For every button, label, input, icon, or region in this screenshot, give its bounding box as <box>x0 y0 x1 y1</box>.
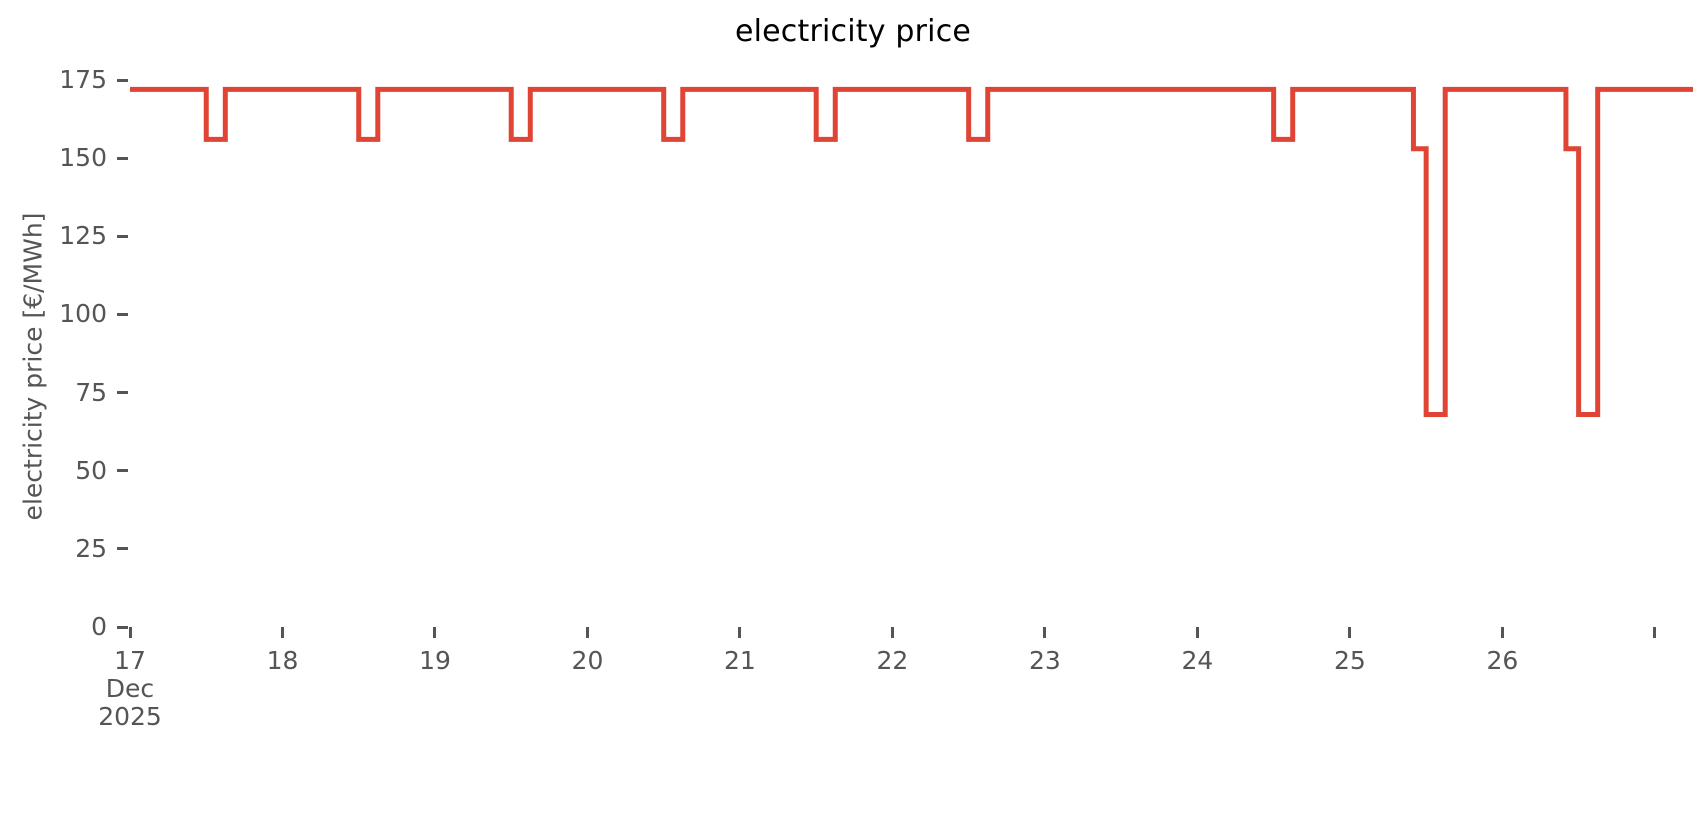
y-tick-label: 75 <box>75 377 107 407</box>
x-tick-mark <box>1043 627 1047 638</box>
y-tick-mark <box>117 312 128 316</box>
x-tick-mark <box>128 627 132 638</box>
x-tick-mark <box>738 627 742 638</box>
x-tick-mark <box>1500 627 1504 638</box>
x-tick-label: 19 <box>419 646 451 675</box>
x-tick-mark <box>280 627 284 638</box>
y-tick-label: 150 <box>59 143 107 173</box>
y-tick-label: 0 <box>91 612 107 641</box>
x-tick-label: 18 <box>266 646 299 675</box>
y-tick-mark <box>117 234 128 238</box>
x-tick-label: 26 <box>1486 646 1519 675</box>
y-tick-label: 125 <box>59 221 107 251</box>
x-tick-label: 20 <box>571 646 604 675</box>
x-tick-mark <box>433 627 437 638</box>
y-tick-label: 100 <box>59 299 107 329</box>
y-tick-mark <box>117 391 128 395</box>
x-tick-label: 22 <box>876 646 909 675</box>
x-tick-mark <box>1195 627 1199 638</box>
x-tick-mark <box>1348 627 1352 638</box>
price-line-series <box>130 86 1693 417</box>
x-tick-mark <box>585 627 589 638</box>
x-tick-label: 25 <box>1333 646 1366 675</box>
x-tick-label: 24 <box>1181 646 1214 675</box>
x-tick-mark <box>890 627 894 638</box>
y-tick-mark <box>117 469 128 473</box>
y-tick-mark <box>117 547 128 551</box>
x-tick-mark <box>1653 627 1657 638</box>
y-tick-mark <box>117 625 128 629</box>
chart-title: electricity price <box>734 14 972 49</box>
x-tick-label: 23 <box>1029 646 1061 675</box>
y-tick-label: 25 <box>75 533 107 563</box>
x-tick-label: 17 Dec 2025 <box>98 646 162 731</box>
y-tick-label: 175 <box>59 65 107 94</box>
y-tick-mark <box>117 78 128 82</box>
y-tick-mark <box>117 156 128 160</box>
y-tick-label: 50 <box>75 455 107 485</box>
x-tick-label: 21 <box>724 646 756 675</box>
